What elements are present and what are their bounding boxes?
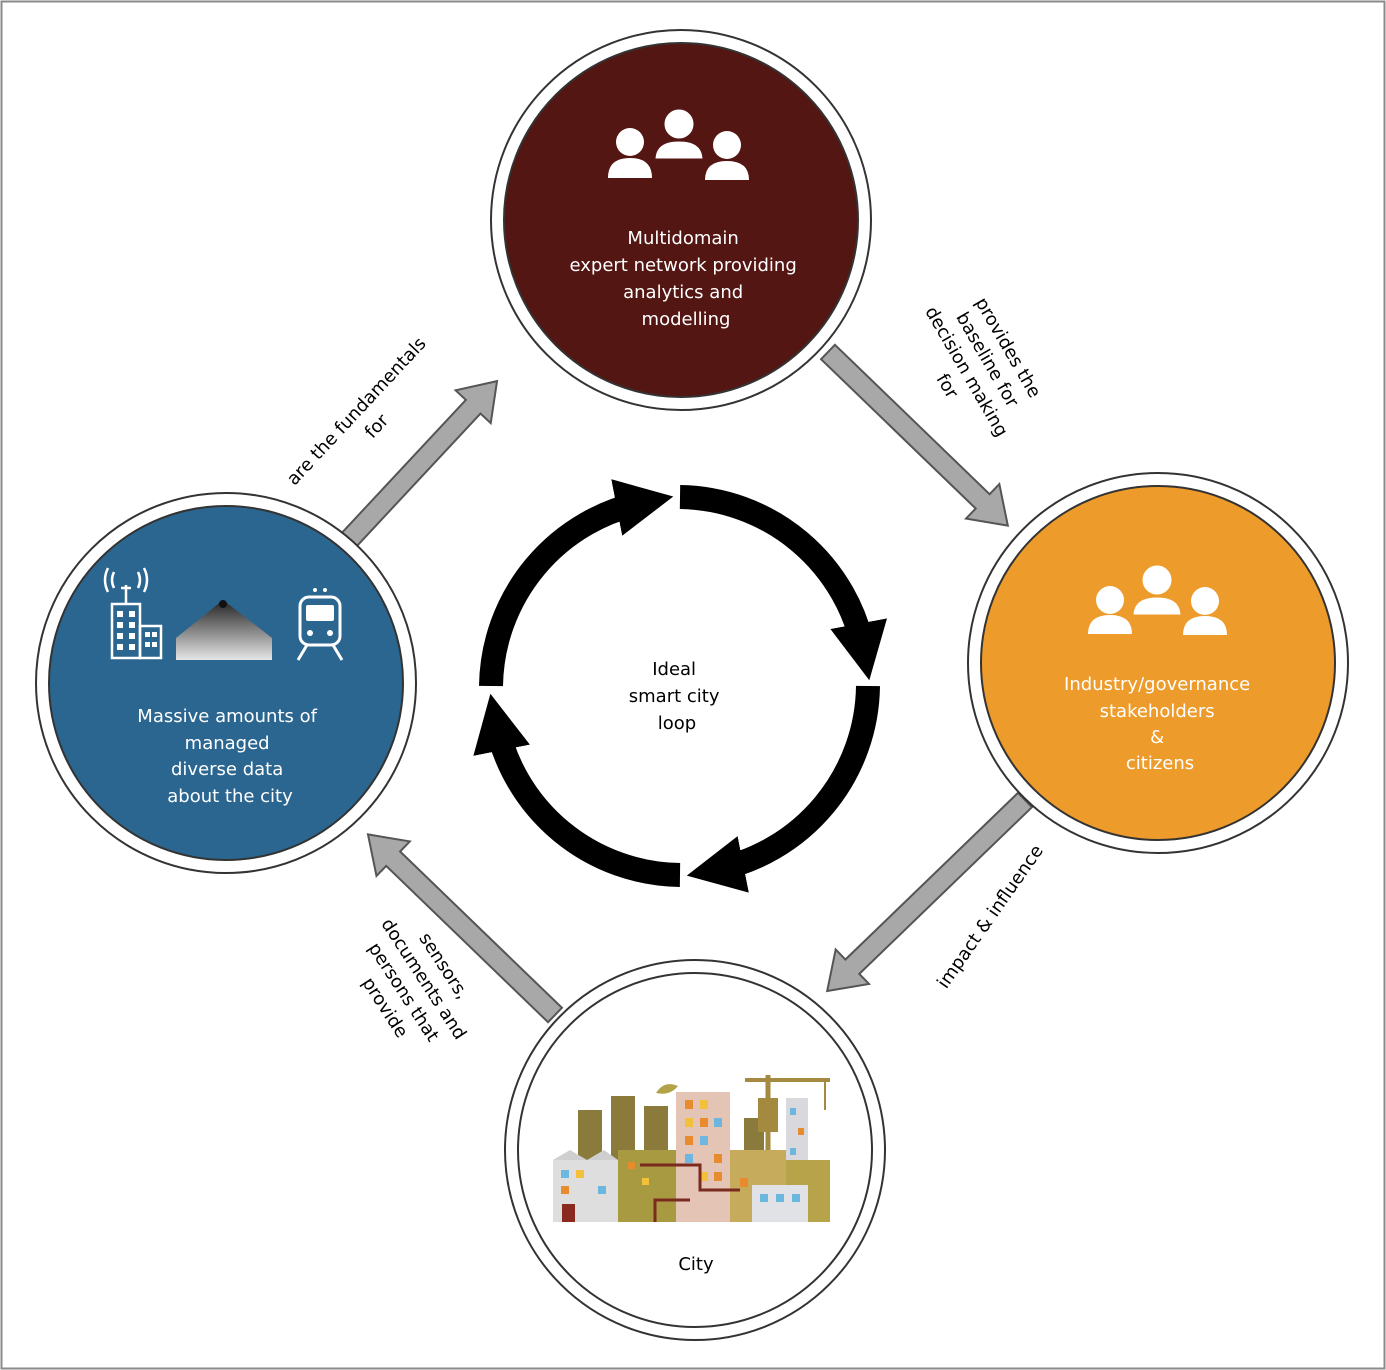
loop-arrow-bottom-right bbox=[686, 685, 880, 893]
people-group-icon bbox=[1088, 562, 1227, 635]
node-city: City bbox=[504, 959, 886, 1341]
node-experts-label: Multidomain expert network providing ana… bbox=[569, 228, 802, 330]
node-stakeholders-label: Industry/governance stakeholders & citiz… bbox=[1064, 674, 1256, 774]
connector-arrow-experts-to-stakeholders bbox=[819, 343, 1010, 527]
connector-arrow-stakeholders-to-city bbox=[825, 791, 1034, 993]
loop-arrow-top-right bbox=[679, 485, 887, 681]
connector-arrow-city-to-data bbox=[366, 833, 564, 1024]
node-stakeholders: Industry/governance stakeholders & citiz… bbox=[967, 472, 1349, 854]
node-data-label: Massive amounts of managed diverse data … bbox=[137, 706, 322, 807]
crowd-icon bbox=[176, 600, 272, 660]
node-experts: Multidomain expert network providing ana… bbox=[490, 29, 872, 411]
edge-label-data-to-experts: are the fundamentals for bbox=[283, 329, 453, 507]
node-data: Massive amounts of managed diverse data … bbox=[35, 492, 417, 874]
people-group-icon bbox=[608, 106, 749, 180]
building-antenna-icon bbox=[103, 567, 163, 660]
node-city-label: City bbox=[678, 1254, 714, 1275]
connector-arrow-data-to-experts bbox=[338, 379, 499, 551]
loop-arrow-top-left bbox=[479, 479, 674, 687]
center-loop bbox=[473, 479, 887, 893]
loop-arrow-bottom-left bbox=[473, 693, 681, 887]
train-icon bbox=[296, 588, 344, 661]
city-skyline-icon bbox=[553, 1075, 830, 1222]
center-label: Ideal smart city loop bbox=[629, 659, 725, 734]
